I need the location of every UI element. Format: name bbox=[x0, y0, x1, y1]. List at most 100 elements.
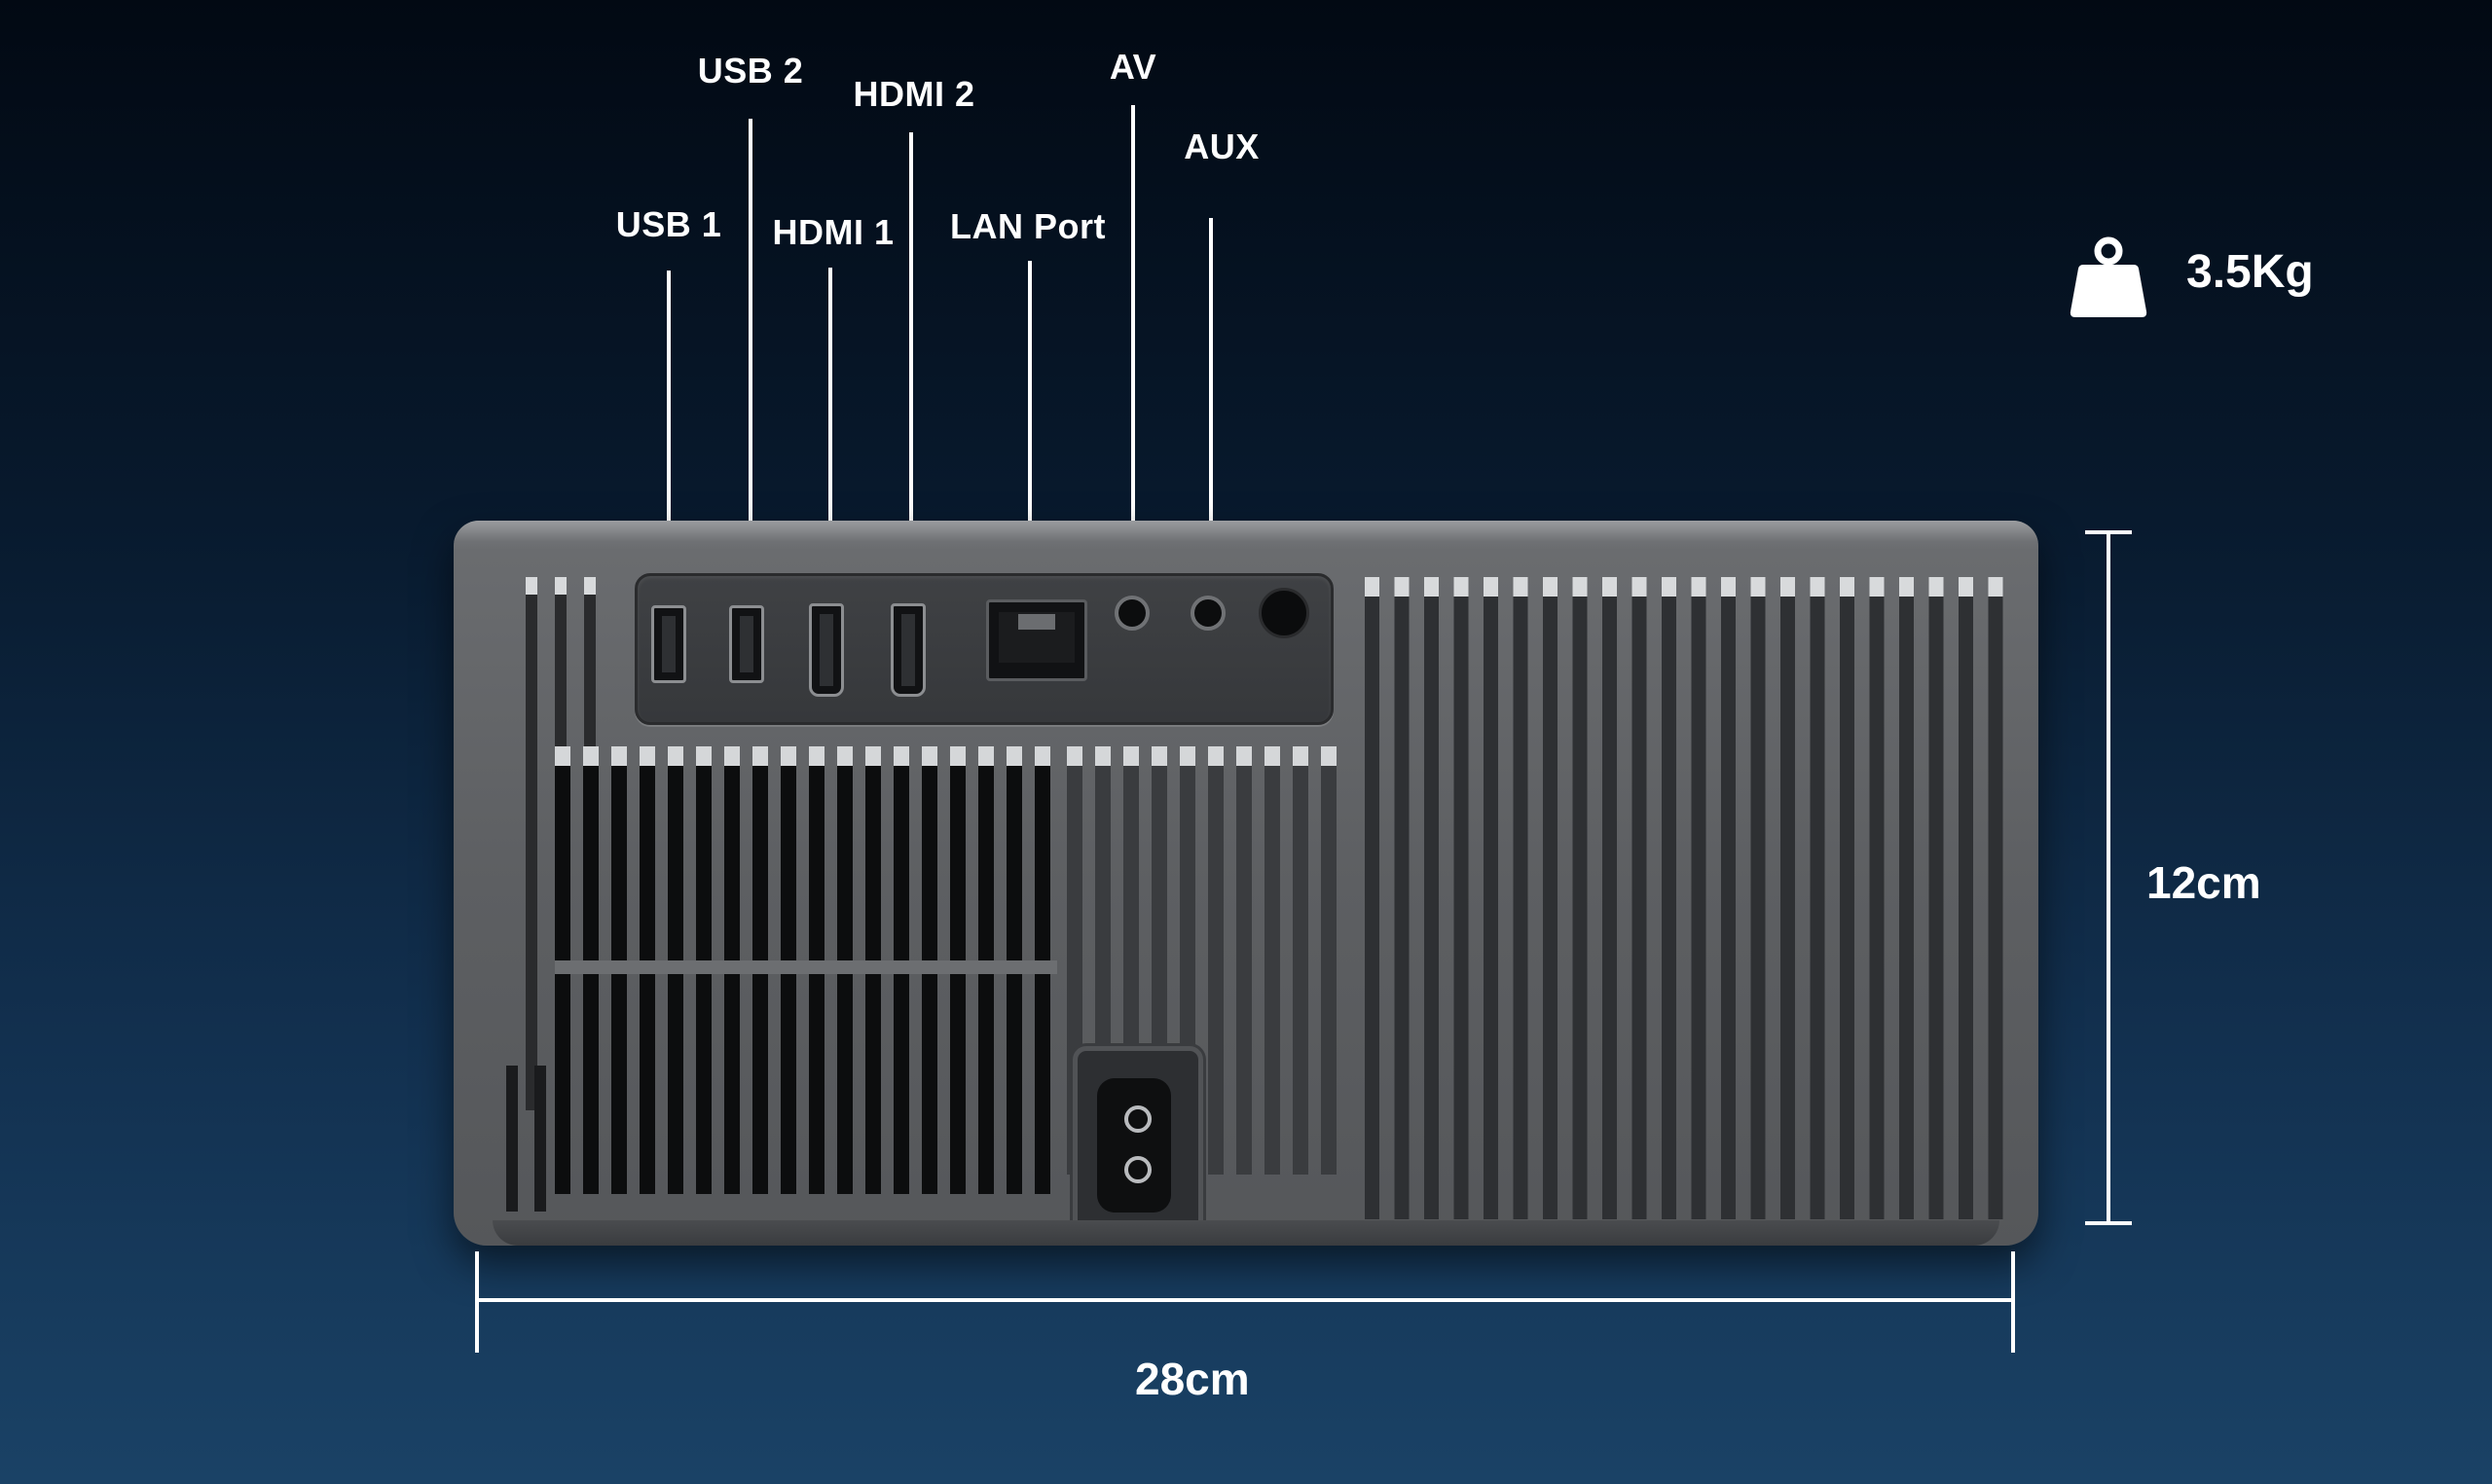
vent-slat bbox=[583, 746, 599, 766]
vent-slat bbox=[1264, 766, 1280, 1175]
vent-slat bbox=[526, 577, 537, 595]
vent-slat bbox=[1928, 597, 1944, 1219]
dc-jack bbox=[1259, 588, 1309, 638]
vent-slat bbox=[837, 766, 853, 1194]
vent-slat bbox=[1424, 577, 1439, 597]
vent-slat bbox=[1236, 746, 1252, 766]
vent-slat bbox=[1780, 597, 1795, 1219]
vent-slat bbox=[1365, 577, 1379, 597]
vent-slat bbox=[1035, 746, 1050, 766]
vent-slat bbox=[837, 746, 853, 766]
vent-slat bbox=[611, 746, 627, 766]
vent-slat bbox=[865, 746, 881, 766]
vent-slat bbox=[1095, 746, 1111, 766]
vent-slat bbox=[1602, 577, 1617, 597]
vent-slat bbox=[1662, 577, 1676, 597]
vent-slat bbox=[1928, 577, 1944, 597]
vent-slat bbox=[781, 766, 796, 1194]
vent-slat bbox=[1484, 597, 1498, 1219]
vent-slat bbox=[1035, 766, 1050, 1194]
height-dimension-cap-top bbox=[2085, 530, 2132, 534]
power-pin-bottom bbox=[1124, 1156, 1152, 1183]
label-hdmi-2: HDMI 2 bbox=[853, 74, 975, 114]
height-dimension-line bbox=[2107, 531, 2110, 1224]
vent-slat bbox=[1869, 577, 1885, 597]
stem-hdmi-2 bbox=[909, 132, 913, 553]
vent-slat bbox=[752, 746, 768, 766]
width-dimension-line bbox=[475, 1298, 2015, 1302]
vent-slat bbox=[724, 746, 740, 766]
power-socket-cavity bbox=[1097, 1078, 1171, 1213]
hdmi-2-port bbox=[891, 603, 926, 697]
width-dimension-label: 28cm bbox=[1135, 1354, 1250, 1404]
vent-slat bbox=[1293, 746, 1308, 766]
label-av: AV bbox=[1109, 47, 1157, 87]
weight-indicator: 3.5Kg bbox=[2070, 232, 2362, 319]
av-jack bbox=[1115, 596, 1150, 631]
vent-slat bbox=[978, 766, 994, 1194]
vent-slat bbox=[1513, 597, 1528, 1219]
vent-slat bbox=[668, 746, 683, 766]
vent-slat bbox=[640, 746, 655, 766]
aux-jack bbox=[1191, 596, 1226, 631]
usb-1-port bbox=[651, 605, 686, 683]
vent-slat bbox=[1007, 766, 1022, 1194]
vent-slat bbox=[534, 1066, 546, 1212]
vent-slat bbox=[1810, 577, 1825, 597]
vent-slat bbox=[1007, 746, 1022, 766]
hdmi-1-port bbox=[809, 603, 844, 697]
vent-slat bbox=[1180, 746, 1195, 766]
vent-slat bbox=[555, 960, 1057, 974]
vent-slat bbox=[1959, 577, 1973, 597]
vent-slat bbox=[1988, 597, 2003, 1219]
projector-bottom-edge bbox=[493, 1220, 1999, 1246]
label-hdmi-1: HDMI 1 bbox=[772, 212, 895, 252]
vent-slat bbox=[1513, 577, 1528, 597]
vent-slat bbox=[1543, 597, 1558, 1219]
vent-slat bbox=[1602, 597, 1617, 1219]
weight-value: 3.5Kg bbox=[2186, 246, 2314, 298]
label-aux: AUX bbox=[1184, 127, 1260, 166]
vent-slat bbox=[1662, 597, 1676, 1219]
vent-slat bbox=[640, 766, 655, 1194]
vent-slat bbox=[1152, 746, 1167, 766]
vent-slat bbox=[922, 746, 937, 766]
vent-slat bbox=[1572, 577, 1588, 597]
vent-slat bbox=[1264, 746, 1280, 766]
vent-slat bbox=[978, 746, 994, 766]
vent-slat bbox=[781, 746, 796, 766]
vent-slat bbox=[1572, 597, 1588, 1219]
vent-slat bbox=[611, 766, 627, 1194]
vent-slat bbox=[752, 766, 768, 1194]
vent-slat bbox=[1988, 577, 2003, 597]
vent-slat bbox=[696, 746, 712, 766]
stem-usb-1 bbox=[667, 271, 671, 559]
usb-2-port bbox=[729, 605, 764, 683]
vent-slat bbox=[1840, 577, 1854, 597]
vent-slat bbox=[1869, 597, 1885, 1219]
vent-slat bbox=[1394, 577, 1410, 597]
vent-slat bbox=[1959, 597, 1973, 1219]
vent-slat bbox=[1123, 746, 1139, 766]
vent-slat bbox=[894, 746, 909, 766]
vent-slat bbox=[1236, 766, 1252, 1175]
vent-slat bbox=[865, 766, 881, 1194]
vent-slat bbox=[526, 595, 537, 1110]
vent-slat bbox=[555, 746, 570, 766]
weight-icon bbox=[2070, 236, 2147, 317]
label-usb-1: USB 1 bbox=[615, 204, 722, 244]
power-socket bbox=[1073, 1046, 1203, 1246]
vent-slat bbox=[1721, 597, 1736, 1219]
vent-slat bbox=[1721, 577, 1736, 597]
vent-slat bbox=[922, 766, 937, 1194]
vent-slat bbox=[1810, 597, 1825, 1219]
vent-slat bbox=[1780, 577, 1795, 597]
vent-slat bbox=[1424, 597, 1439, 1219]
height-dimension-label: 12cm bbox=[2146, 857, 2261, 908]
label-lan-port: LAN Port bbox=[950, 206, 1106, 246]
height-dimension-cap-bottom bbox=[2085, 1221, 2132, 1225]
vent-slat bbox=[1453, 597, 1469, 1219]
vent-slat bbox=[1321, 766, 1337, 1175]
width-dimension-cap-right bbox=[2011, 1251, 2015, 1353]
vent-slat bbox=[1208, 746, 1224, 766]
